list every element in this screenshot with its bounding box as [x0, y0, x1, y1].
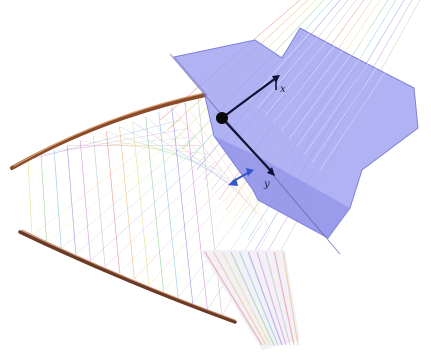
cross-ray — [90, 153, 208, 261]
cross-ray — [119, 126, 229, 180]
output-ray — [273, 251, 295, 346]
cross-ray — [31, 119, 181, 237]
rotation-arrowhead-b — [246, 168, 254, 176]
reflected-ray — [53, 150, 62, 249]
y-axis — [221, 117, 273, 173]
through-block-ray — [319, 19, 421, 171]
output-ray — [247, 251, 283, 346]
through-block-ray — [273, 13, 361, 124]
reflected-ray — [79, 140, 91, 261]
reflected-ray — [184, 102, 208, 310]
pivot-point — [216, 112, 228, 124]
output-wedge — [200, 250, 300, 350]
output-ray — [204, 251, 263, 346]
cross-ray — [145, 116, 243, 197]
reflected-ray — [171, 107, 194, 304]
block-shadow-face — [214, 136, 350, 238]
output-ray — [239, 251, 279, 346]
through-block-ray — [288, 15, 381, 140]
rotation-arrowhead-a — [228, 178, 238, 186]
through-block-ray — [265, 12, 351, 116]
reflected-ray — [197, 97, 223, 317]
top-curved-mirror-highlight — [13, 92, 205, 167]
output-wedge-body — [200, 250, 300, 350]
cross-ray — [119, 170, 222, 274]
x-axis — [221, 77, 277, 119]
cross-ray — [46, 128, 188, 243]
cross-ray — [75, 145, 201, 255]
through-block-ray — [280, 14, 371, 132]
cross-ray — [27, 119, 181, 161]
bottom-curved-mirror-highlight — [21, 229, 236, 321]
cross-ray — [80, 140, 208, 155]
output-ray — [256, 251, 287, 346]
cross-ray — [171, 107, 257, 214]
top-curved-mirror — [10, 93, 207, 170]
output-ray — [221, 251, 271, 346]
reflected-ray — [119, 126, 135, 280]
y-axis-label: y — [263, 179, 270, 190]
through-block-ray — [296, 16, 391, 147]
reflected-ray — [132, 121, 150, 286]
x-axis-label: x — [280, 84, 286, 95]
cross-ray — [41, 128, 187, 156]
through-block-ray — [311, 18, 411, 163]
output-ray — [282, 251, 299, 346]
cross-ray — [61, 136, 195, 249]
reflected-ray — [145, 117, 164, 292]
through-block-ray — [257, 10, 341, 108]
output-ray — [230, 251, 275, 346]
output-ray — [265, 251, 291, 346]
cross-ray — [148, 187, 236, 286]
reflected-ray — [66, 145, 77, 255]
reflected-ray — [158, 112, 179, 298]
cross-ray — [106, 131, 222, 172]
reflected-ray-fan — [27, 97, 271, 317]
through-block-ray — [304, 17, 401, 155]
reflected-ray — [93, 136, 106, 267]
cross-ray — [134, 179, 229, 280]
cross-ray — [132, 121, 236, 188]
bottom-curved-mirror — [18, 230, 237, 324]
cross-ray — [104, 162, 215, 267]
reflected-ray — [27, 159, 33, 237]
output-ray — [213, 251, 267, 346]
reflected-ray — [40, 155, 47, 243]
cross-ray — [184, 102, 264, 222]
cross-ray — [93, 135, 215, 163]
rays-through-block — [249, 9, 421, 171]
cross-ray — [163, 195, 243, 292]
cross-ray — [54, 136, 194, 151]
y-axis-arrowhead — [267, 167, 275, 176]
through-block-ray — [249, 9, 331, 101]
reflected-ray — [106, 131, 121, 273]
